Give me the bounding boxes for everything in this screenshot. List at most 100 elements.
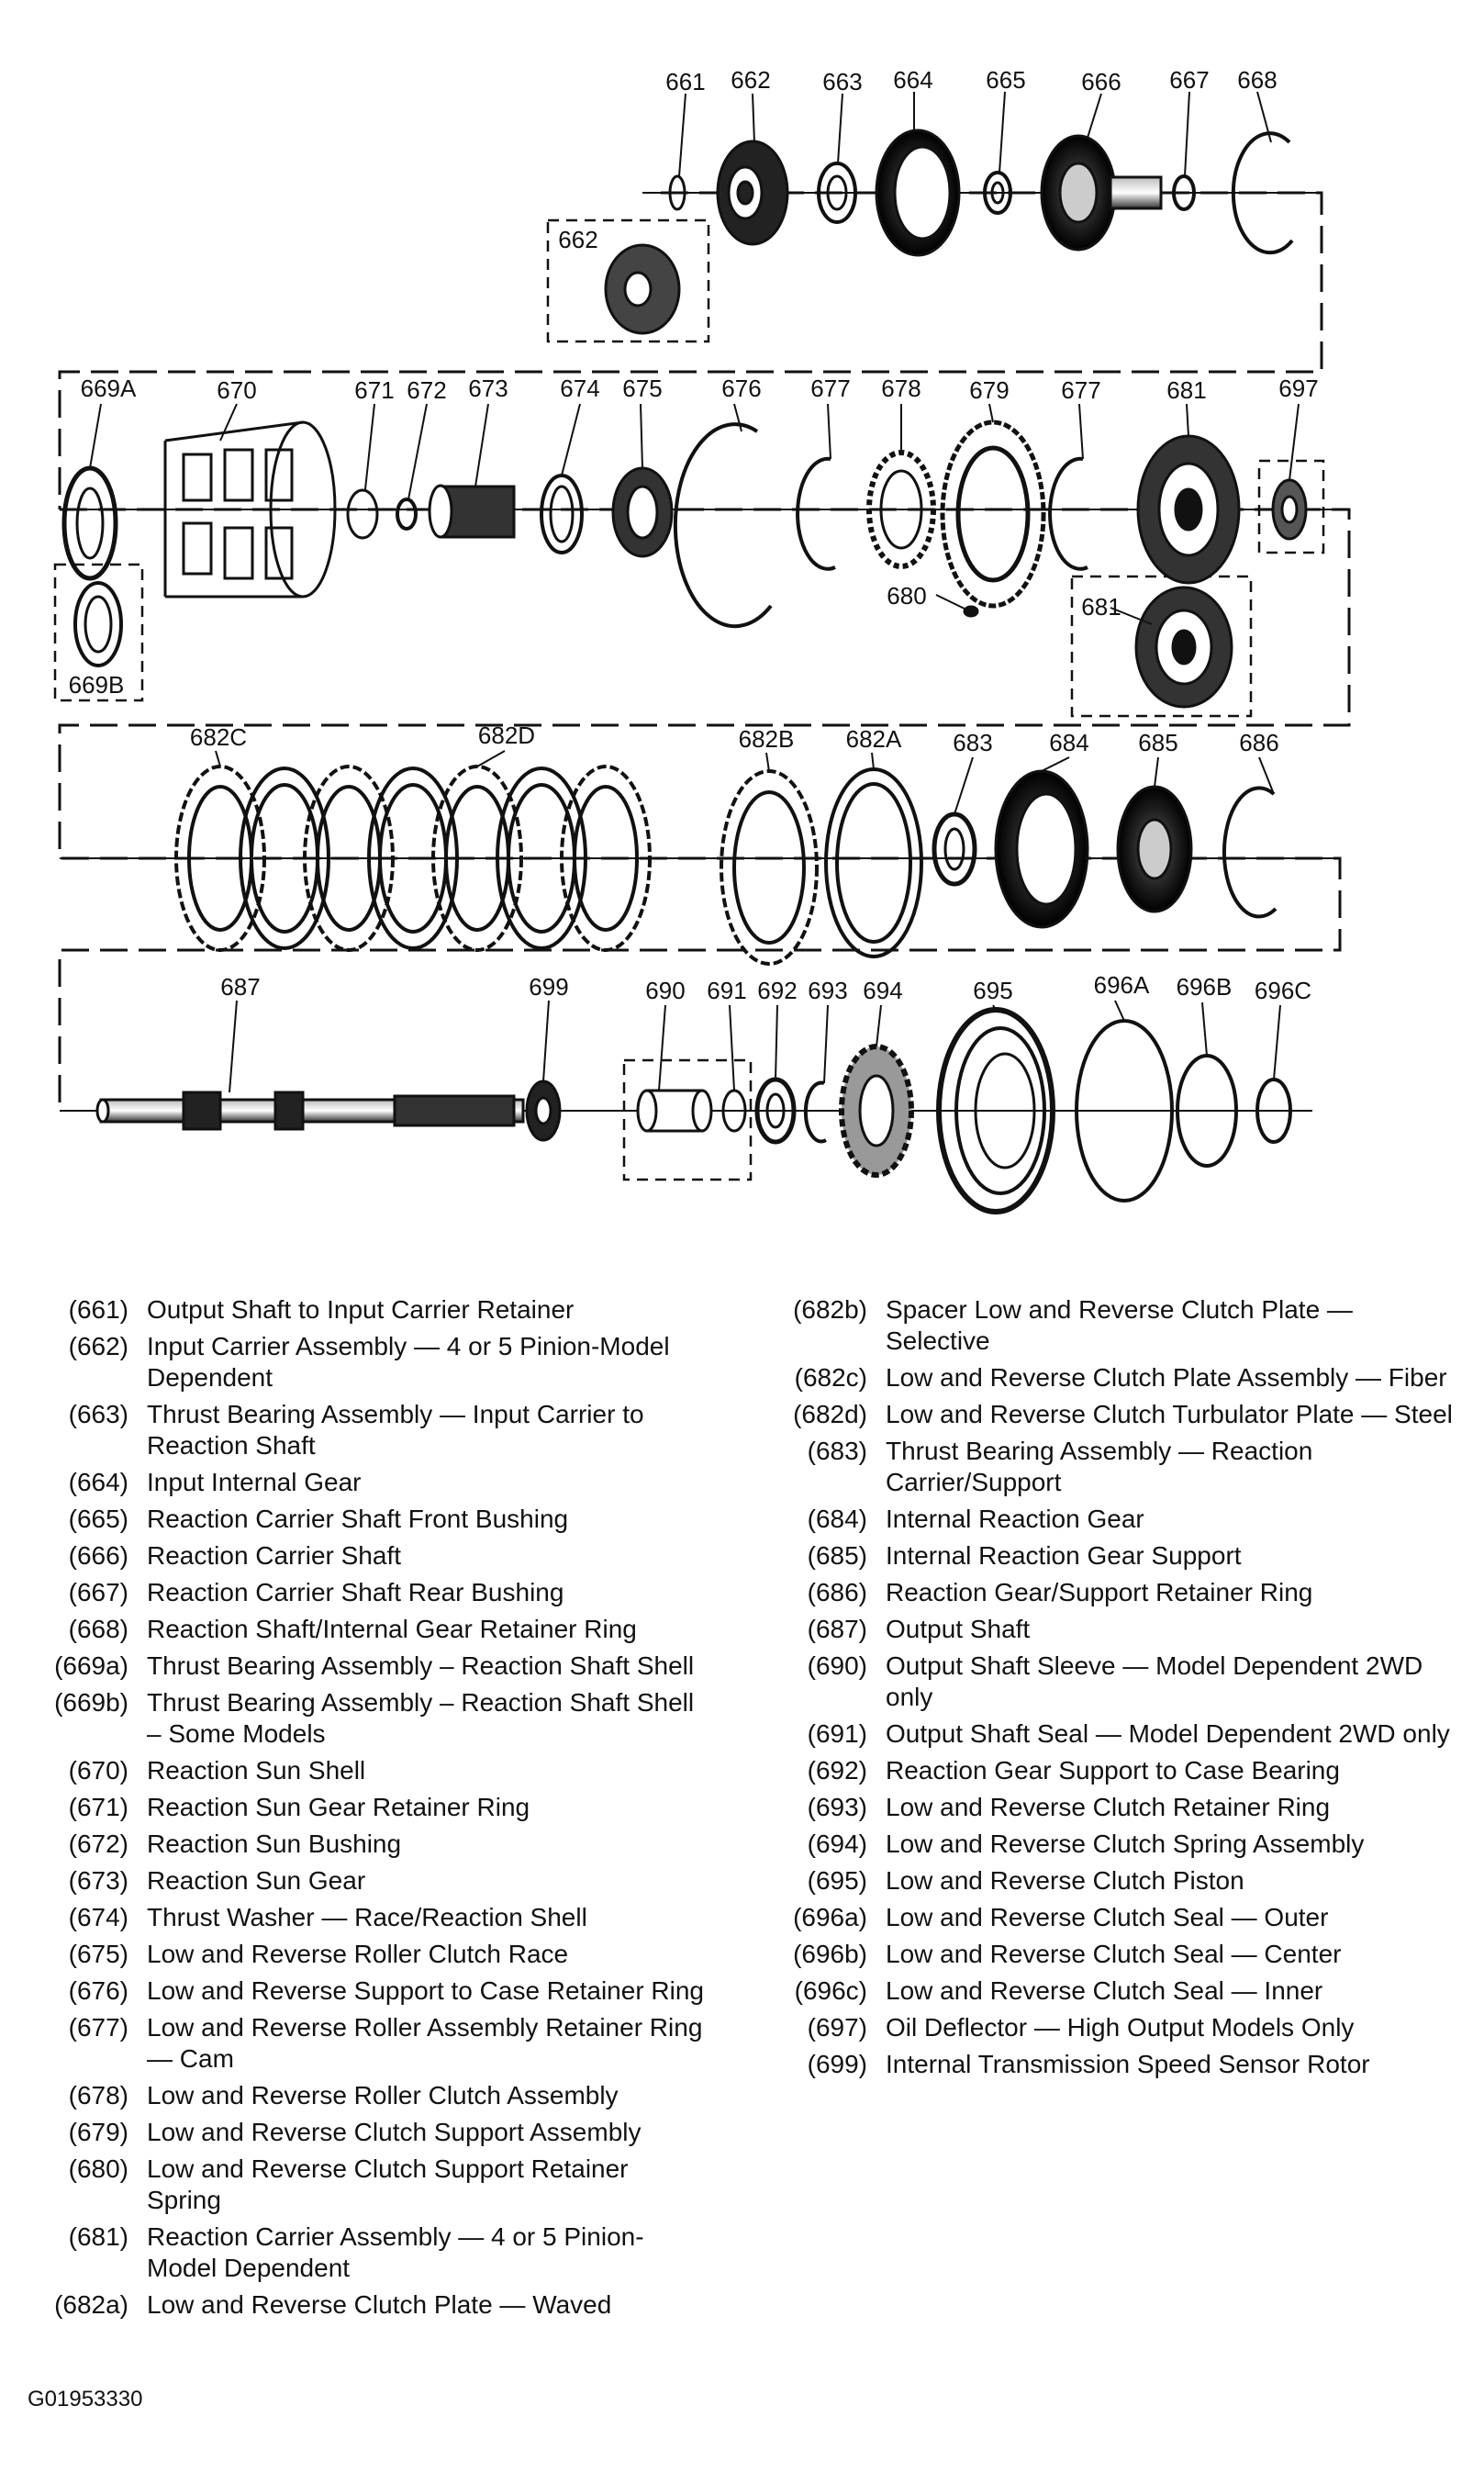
callout-693: 693 xyxy=(808,977,847,1004)
callout-670: 670 xyxy=(217,376,256,404)
legend-item: (696b)Low and Reverse Clutch Seal — Cent… xyxy=(793,1940,1342,1968)
callout-671: 671 xyxy=(354,376,394,404)
legend-item: (685)Internal Reaction Gear Support xyxy=(807,1541,1242,1570)
legend-item: (673)Reaction Sun Gear xyxy=(68,1866,366,1895)
part-662-alt xyxy=(604,243,681,335)
part-684 xyxy=(994,769,1089,929)
part-674 xyxy=(540,474,584,554)
part-697 xyxy=(1271,478,1308,541)
legend-item: (684)Internal Reaction Gear xyxy=(807,1505,1144,1533)
part-685 xyxy=(1116,785,1193,913)
callout-681-alt: 681 xyxy=(1081,593,1121,621)
callout-686: 686 xyxy=(1239,729,1278,756)
callout-662-alt: 662 xyxy=(558,226,597,253)
callout-669A: 669A xyxy=(81,375,137,402)
alt-part-box-697 xyxy=(1257,459,1325,554)
legend-item: (694)Low and Reverse Clutch Spring Assem… xyxy=(807,1830,1365,1858)
legend-item: (665)Reaction Carrier Shaft Front Bushin… xyxy=(68,1505,569,1533)
callout-684: 684 xyxy=(1049,729,1088,756)
alt-part-box-690 xyxy=(622,1058,753,1181)
legend-item: (695)Low and Reverse Clutch Piston xyxy=(807,1866,1244,1895)
alt-part-box-669b xyxy=(53,563,144,702)
callout-672: 672 xyxy=(407,376,446,404)
callout-677a: 677 xyxy=(810,375,850,402)
callout-691: 691 xyxy=(707,977,746,1004)
figure-id: G01953330 xyxy=(28,2387,143,2411)
callout-674: 674 xyxy=(560,375,599,402)
part-699 xyxy=(525,1080,562,1142)
alt-part-box-662 xyxy=(546,218,710,343)
part-666 xyxy=(1040,134,1163,252)
legend-item: (668)Reaction Shaft/Internal Gear Retain… xyxy=(68,1615,637,1643)
legend-item: (672)Reaction Sun Bushing xyxy=(68,1830,402,1858)
callout-681: 681 xyxy=(1166,376,1206,404)
legend-item: (682c)Low and Reverse Clutch Plate Assem… xyxy=(794,1363,1447,1392)
legend-item: (680)Low and Reverse Clutch Support Reta… xyxy=(68,2154,629,2214)
legend-item: (670)Reaction Sun Shell xyxy=(68,1756,366,1785)
callout-677b: 677 xyxy=(1061,376,1100,404)
legend-item: (691)Output Shaft Seal — Model Dependent… xyxy=(807,1719,1450,1748)
part-665 xyxy=(983,171,1012,215)
legend-item: (664)Input Internal Gear xyxy=(68,1468,362,1496)
legend-item: (678)Low and Reverse Roller Clutch Assem… xyxy=(68,2081,619,2109)
part-677a xyxy=(796,456,836,571)
part-677b xyxy=(1048,456,1088,571)
callout-690: 690 xyxy=(645,977,685,1004)
legend-item: (663)Thrust Bearing Assembly — Input Car… xyxy=(68,1400,644,1460)
callout-682D: 682D xyxy=(478,722,535,749)
callout-696C: 696C xyxy=(1255,977,1311,1004)
part-668 xyxy=(1231,131,1294,255)
part-669b xyxy=(73,581,123,667)
part-682b xyxy=(720,769,819,966)
callout-665: 665 xyxy=(986,66,1025,94)
callout-668: 668 xyxy=(1237,66,1277,94)
part-681 xyxy=(1136,434,1241,585)
part-671 xyxy=(346,488,379,540)
legend-item: (682a)Low and Reverse Clutch Plate — Wav… xyxy=(54,2290,612,2319)
part-683 xyxy=(932,811,977,887)
callout-667: 667 xyxy=(1169,66,1209,94)
callout-697: 697 xyxy=(1278,375,1318,402)
part-682a xyxy=(824,767,923,958)
part-670 xyxy=(163,420,337,599)
callout-666: 666 xyxy=(1081,68,1121,95)
callout-687: 687 xyxy=(220,973,260,1001)
legend-item: (687)Output Shaft xyxy=(807,1615,1031,1643)
callout-694: 694 xyxy=(863,977,902,1004)
legend-item: (669a)Thrust Bearing Assembly – Reaction… xyxy=(54,1651,695,1680)
clutch-pack-682 xyxy=(174,765,652,952)
legend-item: (696a)Low and Reverse Clutch Seal — Oute… xyxy=(793,1903,1329,1931)
callout-669B: 669B xyxy=(69,671,125,699)
callout-692: 692 xyxy=(757,977,797,1004)
callout-683: 683 xyxy=(953,729,992,756)
legend-item: (682d)Low and Reverse Clutch Turbulator … xyxy=(793,1400,1453,1428)
callout-696A: 696A xyxy=(1094,971,1150,999)
legend-item: (666)Reaction Carrier Shaft xyxy=(68,1541,402,1570)
part-663 xyxy=(817,162,857,224)
parts-legend-left: (661)Output Shaft to Input Carrier Retai… xyxy=(28,1294,707,2326)
callout-676: 676 xyxy=(721,375,761,402)
part-673 xyxy=(428,484,516,539)
legend-item: (669b)Thrust Bearing Assembly – Reaction… xyxy=(54,1688,695,1748)
legend-item: (667)Reaction Carrier Shaft Rear Bushing xyxy=(68,1578,564,1606)
part-680 xyxy=(935,594,979,618)
callout-675: 675 xyxy=(622,375,662,402)
callout-678: 678 xyxy=(881,375,921,402)
part-662 xyxy=(716,140,789,246)
legend-item: (682b)Spacer Low and Reverse Clutch Plat… xyxy=(793,1295,1353,1355)
part-661 xyxy=(668,174,686,211)
legend-item: (686)Reaction Gear/Support Retainer Ring xyxy=(807,1578,1313,1606)
part-694 xyxy=(839,1044,914,1178)
callout-679: 679 xyxy=(969,376,1009,404)
part-664 xyxy=(875,129,961,257)
callout-699: 699 xyxy=(529,973,568,1001)
legend-item: (681)Reaction Carrier Assembly — 4 or 5 … xyxy=(68,2222,644,2282)
part-687 xyxy=(95,1091,525,1131)
part-679 xyxy=(940,420,1046,609)
part-672 xyxy=(396,498,418,531)
part-676 xyxy=(673,422,773,629)
legend-item: (692)Reaction Gear Support to Case Beari… xyxy=(807,1756,1340,1785)
part-669a xyxy=(61,465,118,581)
callout-695: 695 xyxy=(973,977,1012,1004)
parts-legend-right: (682b)Spacer Low and Reverse Clutch Plat… xyxy=(757,1294,1464,2086)
